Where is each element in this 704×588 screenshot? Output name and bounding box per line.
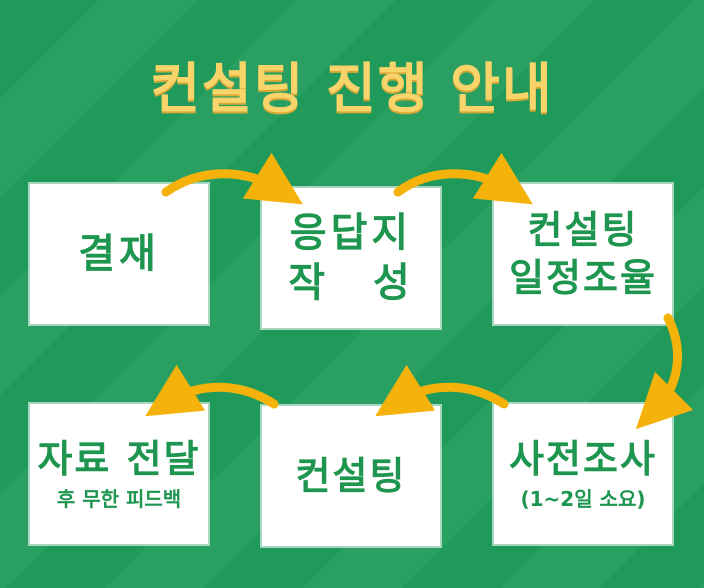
step-pre-survey-line2: (1~2일 소요) (520, 487, 646, 511)
step-schedule-line2: 일정조율 (509, 256, 657, 300)
arrow-step4-to-step5 (375, 364, 509, 417)
arrow-step3-to-step4 (635, 313, 694, 430)
step-payment-label: 결재 (78, 231, 160, 277)
page-title: 컨설팅 진행 안내 (150, 57, 554, 120)
arrow-step1-to-step2 (161, 152, 303, 205)
step-consulting: 컨설팅 (262, 406, 440, 546)
step-questionnaire-line2: 작 성 (288, 260, 414, 306)
step-schedule-line1: 컨설팅 (527, 208, 639, 252)
step-questionnaire: 응답지 작 성 (262, 188, 440, 328)
step-questionnaire-line1: 응답지 (289, 210, 413, 256)
step-payment: 결재 (30, 184, 208, 324)
step-delivery: 자료 전달 후 무한 피드백 (30, 404, 208, 544)
step-delivery-line2: 후 무한 피드백 (56, 487, 182, 511)
arrow-step5-to-step6 (145, 364, 279, 417)
step-delivery-line1: 자료 전달 (37, 437, 201, 481)
step-pre-survey-line1: 사전조사 (509, 437, 657, 481)
arrow-step2-to-step3 (393, 152, 533, 205)
step-schedule: 컨설팅 일정조율 (494, 184, 672, 324)
step-consulting-label: 컨설팅 (295, 454, 407, 498)
